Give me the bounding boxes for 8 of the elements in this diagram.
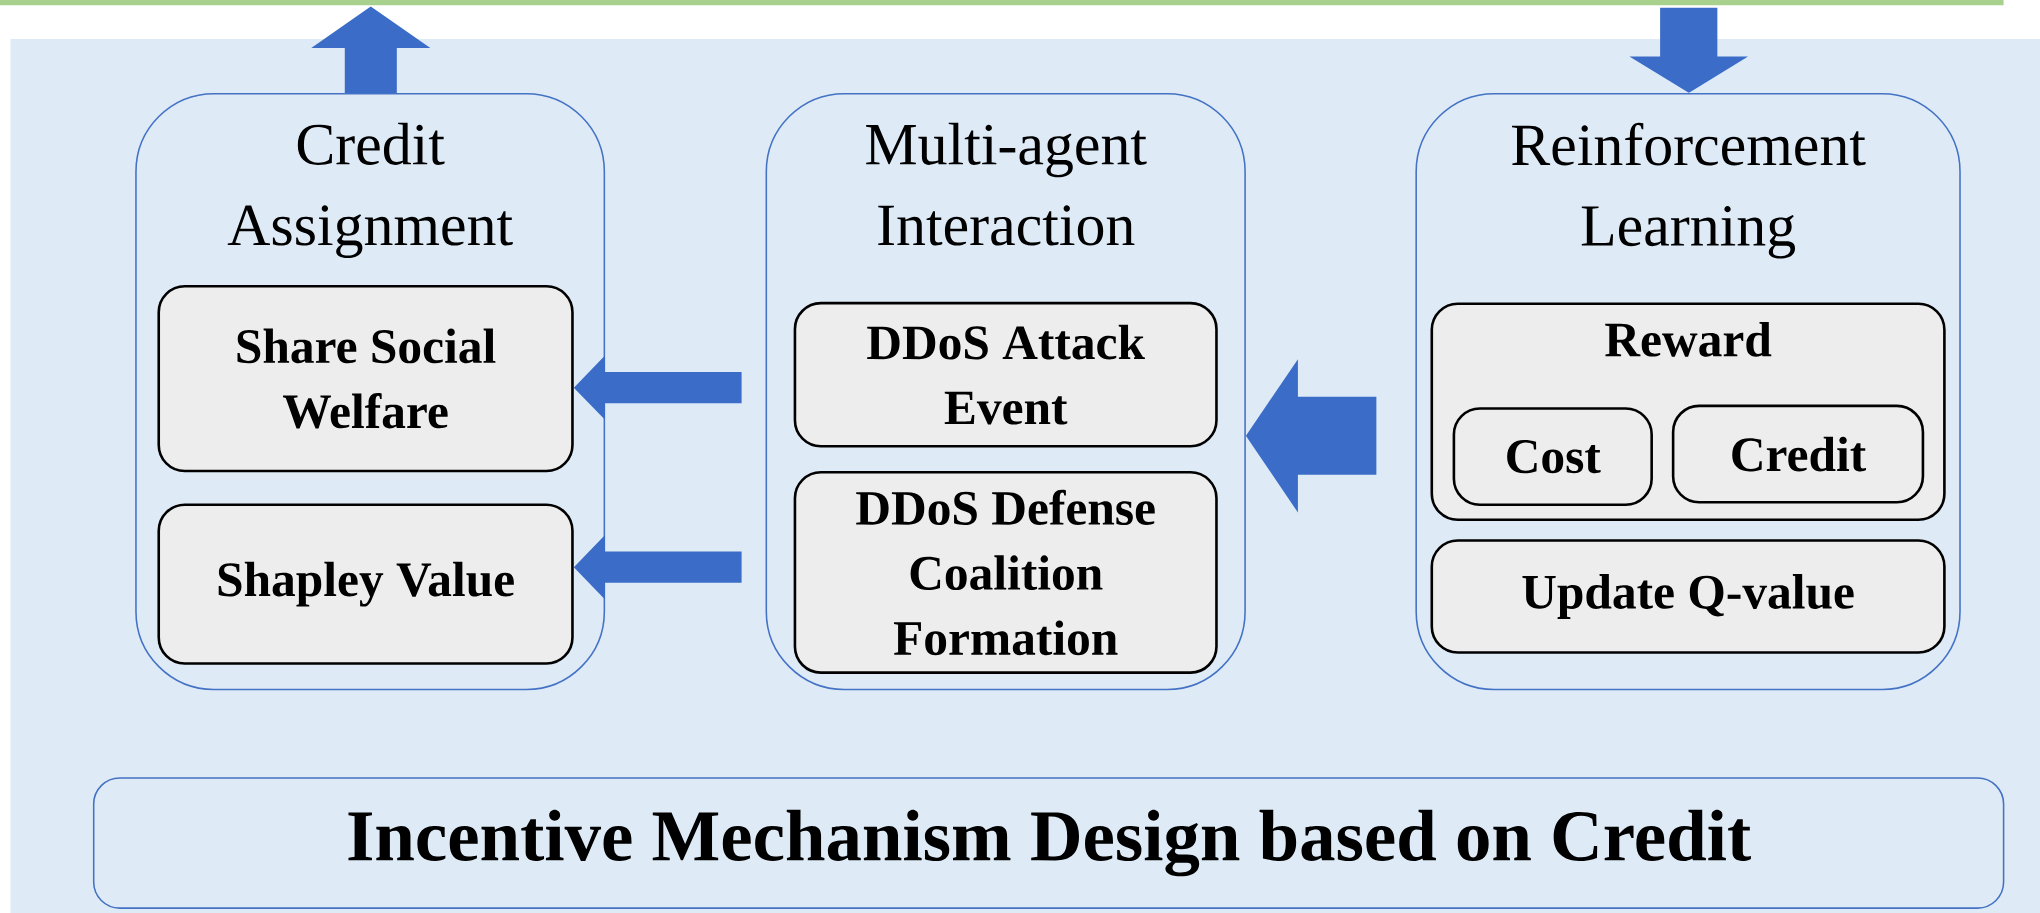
- banner-box: Incentive Mechanism Design based on Credit: [92, 777, 2005, 909]
- process-box: Update Q-value: [1430, 539, 1946, 654]
- process-box: DDoS Defense Coalition Formation: [793, 470, 1218, 674]
- process-box: DDoS Attack Event: [793, 301, 1218, 448]
- process-box: Cost: [1452, 407, 1653, 506]
- process-box: Share Social Welfare: [157, 284, 574, 473]
- process-box: Credit: [1671, 404, 1925, 504]
- process-box: Shapley Value: [157, 503, 574, 665]
